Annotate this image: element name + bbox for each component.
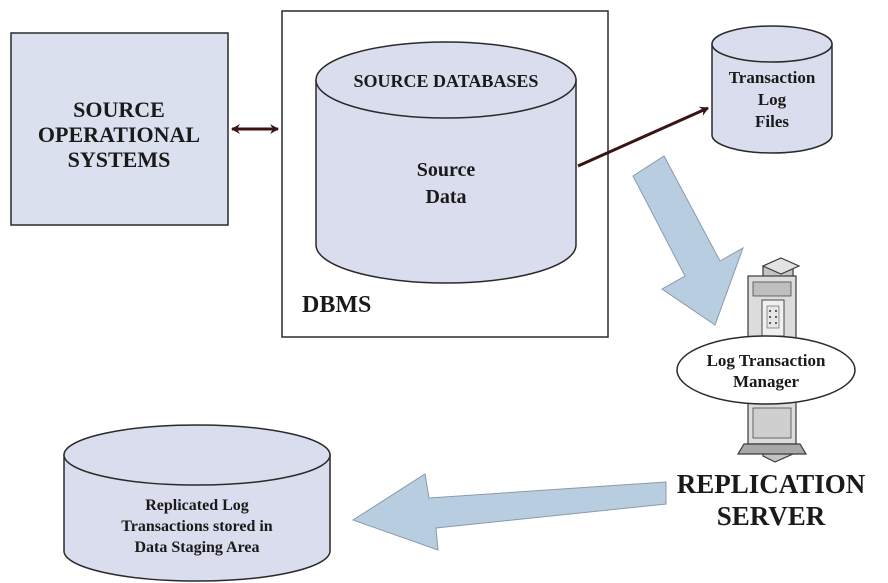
- replication-server-line2: SERVER: [717, 501, 826, 531]
- dbms-label: DBMS: [302, 292, 371, 318]
- staging-line1: Replicated Log: [145, 497, 249, 514]
- log-files-line2: Log: [758, 90, 787, 109]
- flow-arrow-to-staging: [351, 473, 667, 551]
- staging-line2: Transactions stored in: [121, 518, 273, 535]
- log-transaction-manager: Log Transaction Manager: [676, 335, 856, 405]
- staging-line3: Data Staging Area: [134, 539, 259, 556]
- flow-arrow-to-server: [632, 155, 744, 326]
- source-systems-line1: SOURCE: [73, 97, 165, 122]
- manager-line2: Manager: [733, 372, 800, 391]
- source-databases-cylinder: SOURCE DATABASES Source Data: [315, 41, 577, 284]
- transaction-log-files-cylinder: Transaction Log Files: [711, 25, 833, 154]
- log-files-line1: Transaction: [729, 68, 816, 87]
- staging-area-cylinder: Replicated Log Transactions stored in Da…: [63, 424, 331, 582]
- source-databases-title: SOURCE DATABASES: [354, 71, 539, 91]
- source-systems-line2: OPERATIONAL: [38, 122, 200, 147]
- source-data-line2: Data: [425, 186, 466, 208]
- source-systems-line3: SYSTEMS: [68, 147, 171, 172]
- log-connector: [577, 106, 709, 168]
- replication-server-line1: REPLICATION: [677, 469, 866, 499]
- manager-line1: Log Transaction: [707, 351, 826, 370]
- log-files-line3: Files: [755, 112, 789, 131]
- source-operational-systems-box: SOURCE OPERATIONAL SYSTEMS: [10, 32, 229, 226]
- source-data-line1: Source: [417, 159, 476, 181]
